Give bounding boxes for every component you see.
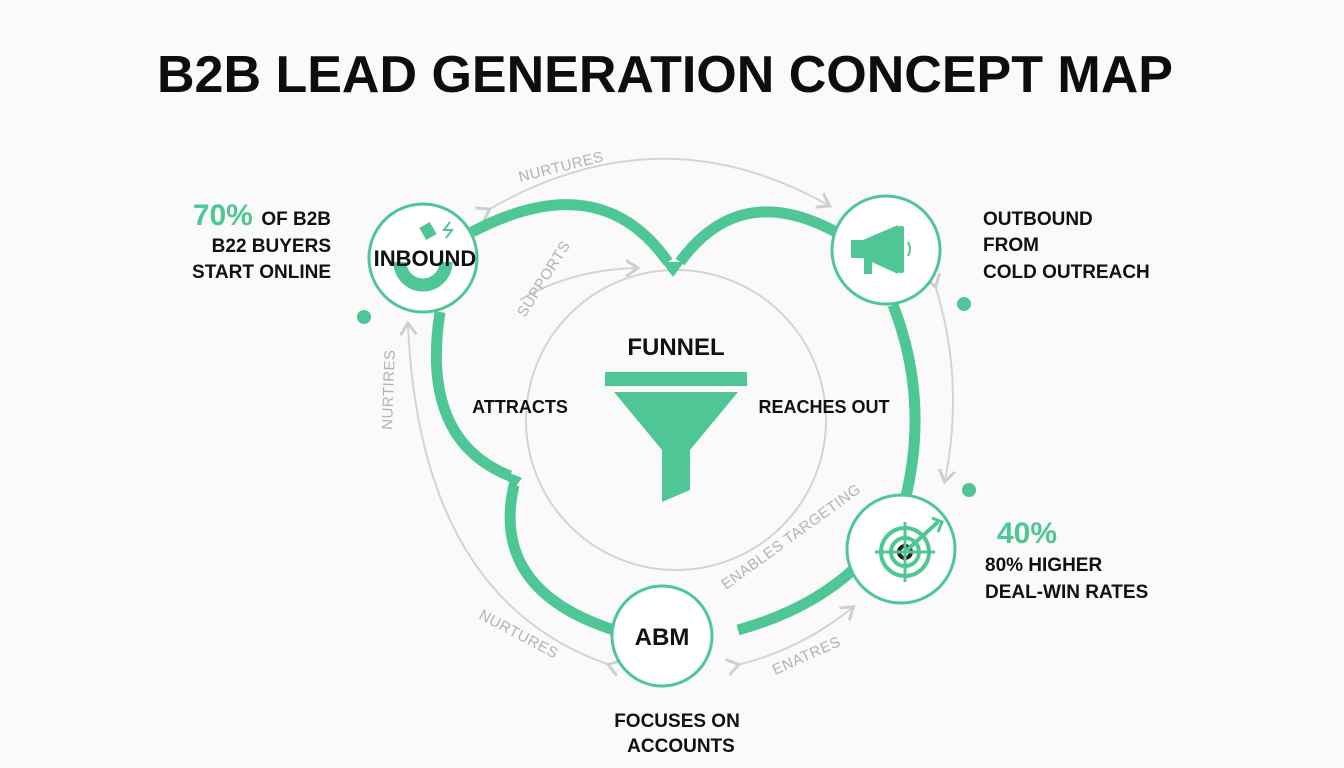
megaphone-icon <box>851 225 911 274</box>
nurtures-top-connector <box>488 157 828 210</box>
stat-text: 80% HIGHER <box>985 555 1102 576</box>
abm-target-connector <box>736 563 859 636</box>
stat-text: FROM <box>983 235 1039 256</box>
page-title: B2B LEAD GENERATION CONCEPT MAP <box>157 46 1173 104</box>
inbound-abm-connector-top <box>430 311 513 482</box>
green-connectors <box>430 199 921 636</box>
stat-text: OF B2B <box>261 209 331 230</box>
stat-text: START ONLINE <box>192 262 331 283</box>
inbound-funnel-connector <box>469 199 673 266</box>
stat-text: B22 BUYERS <box>212 236 331 257</box>
relation-label: NURTIRES <box>379 349 399 430</box>
relation-label: NURTURES <box>517 148 606 186</box>
relation-label: ENATRES <box>770 633 844 678</box>
outbound-target-connector <box>887 303 921 502</box>
outbound-funnel-connector <box>675 206 839 266</box>
inbound-node[interactable]: INBOUND <box>367 202 479 314</box>
attracts-label: ATTRACTS <box>472 397 568 417</box>
abm-node[interactable]: ABM <box>610 584 714 688</box>
outbound-node[interactable] <box>830 194 942 306</box>
target-node[interactable] <box>845 493 957 605</box>
nurtures-left-connector <box>408 325 610 665</box>
abm-stat: FOCUSES ON ACCOUNTS <box>614 711 740 757</box>
arrowhead-icon <box>662 262 684 277</box>
supports-connector <box>519 268 636 301</box>
decor-dot <box>957 297 971 311</box>
decor-dot <box>357 310 371 324</box>
decor-dot <box>962 483 976 497</box>
inbound-stat: 70% OF B2B B22 BUYERS START ONLINE <box>192 199 331 283</box>
funnel-label: FUNNEL <box>627 334 724 361</box>
stat-text: ACCOUNTS <box>627 736 735 757</box>
outbound-target-connector <box>935 285 953 480</box>
stat-text: OUTBOUND <box>983 209 1093 230</box>
svg-text:70% OF B2B: 70% OF B2B <box>193 199 331 232</box>
stat-text: DEAL-WIN RATES <box>985 582 1148 603</box>
enatres-connector <box>737 608 852 665</box>
gray-connectors <box>408 157 953 665</box>
funnel-icon <box>605 372 747 502</box>
outbound-stat: OUTBOUND FROM COLD OUTREACH <box>983 209 1150 283</box>
inbound-abm-connector-bottom <box>504 483 616 636</box>
stat-text: COLD OUTREACH <box>983 262 1150 283</box>
stat-text: FOCUSES ON <box>614 711 740 732</box>
reaches-out-label: REACHES OUT <box>758 397 889 417</box>
stat-highlight: 40% <box>997 517 1057 550</box>
magnet-icon <box>393 221 454 292</box>
arrowhead-icon <box>502 470 522 490</box>
stat-highlight: 70% <box>193 199 253 232</box>
inbound-label: INBOUND <box>374 246 477 271</box>
abm-label: ABM <box>635 624 690 651</box>
target-arrow-icon <box>875 516 944 582</box>
target-stat: 40% 80% HIGHER DEAL-WIN RATES <box>985 517 1148 603</box>
funnel-node[interactable]: FUNNEL <box>605 334 747 502</box>
